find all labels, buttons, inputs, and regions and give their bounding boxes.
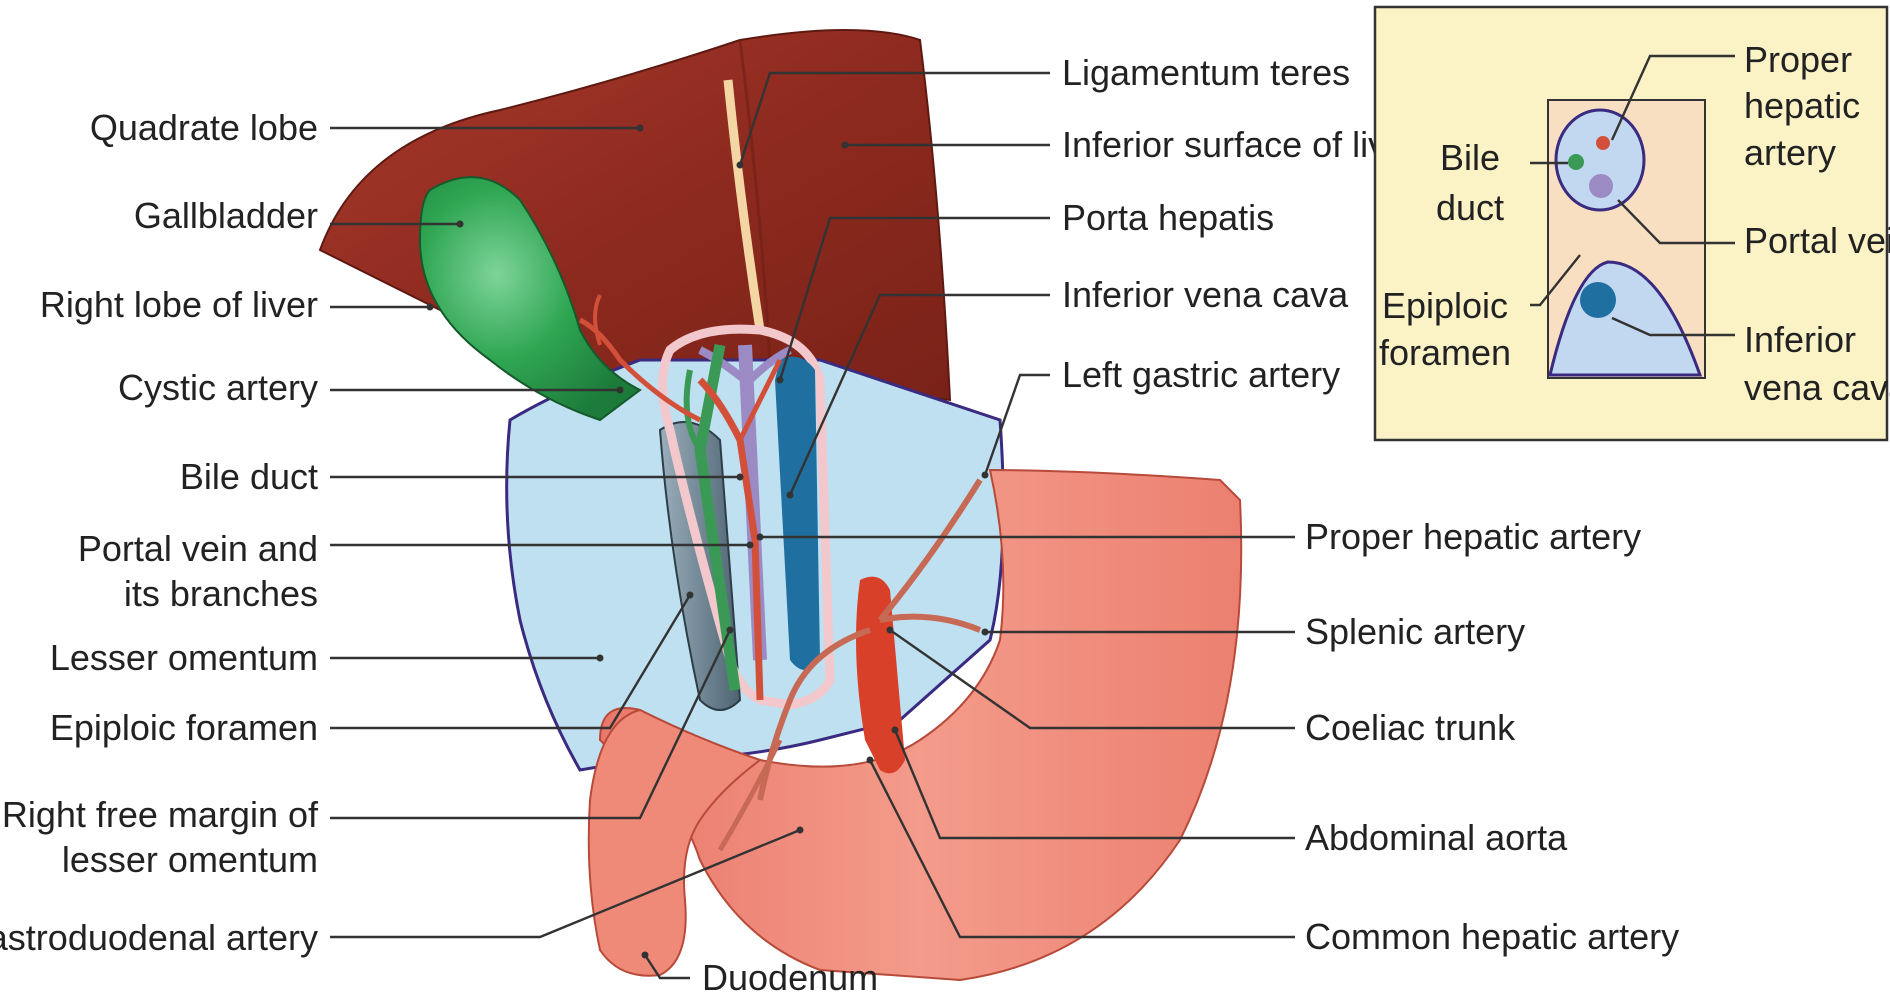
label-right-lobe: Right lobe of liver [40,284,318,325]
inset-label-proper-hepatic-line1: Proper [1744,39,1852,80]
label-abdominal-aorta: Abdominal aorta [1305,817,1568,858]
label-common-hepatic-artery: Common hepatic artery [1305,916,1679,957]
inset-proper-hepatic-artery [1596,136,1610,150]
inset-label-ivc-line1: Inferior [1744,319,1856,360]
label-coeliac-trunk: Coeliac trunk [1305,707,1516,748]
label-inferior-vena-cava: Inferior vena cava [1062,274,1349,315]
inset-portal-vein [1589,174,1613,198]
label-splenic-artery: Splenic artery [1305,611,1525,652]
label-cystic-artery: Cystic artery [118,367,318,408]
label-gastroduodenal-artery: Gastroduodenal artery [0,917,318,958]
inset-label-epiploic-line2: foramen [1379,332,1511,373]
label-gallbladder: Gallbladder [134,195,318,236]
label-lesser-omentum: Lesser omentum [50,637,318,678]
label-duodenum: Duodenum [702,957,878,996]
label-porta-hepatis: Porta hepatis [1062,197,1274,238]
label-right-free-margin-line2: lesser omentum [62,839,318,880]
label-right-free-margin-line1: Right free margin of [2,794,319,835]
label-portal-vein-line1: Portal vein and [78,528,318,569]
label-proper-hepatic-artery: Proper hepatic artery [1305,516,1641,557]
label-quadrate-lobe: Quadrate lobe [90,107,318,148]
label-ligamentum-teres: Ligamentum teres [1062,52,1350,93]
label-portal-vein-line2: its branches [124,573,318,614]
inset-ivc [1580,282,1616,318]
label-inferior-surface-of-liver: Inferior surface of liver [1062,124,1418,165]
inset-label-proper-hepatic-line2: hepatic [1744,85,1860,126]
label-left-gastric-artery: Left gastric artery [1062,354,1340,395]
liver [320,30,950,400]
inset-label-ivc-line2: vena cava [1744,367,1890,408]
inset-label-epiploic-line1: Epiploic [1382,285,1508,326]
inset-bile-duct [1568,154,1584,170]
inset-label-bile-duct-line1: Bile [1440,137,1500,178]
label-bile-duct: Bile duct [180,456,318,497]
inset-label-bile-duct-line2: duct [1436,187,1504,228]
inset-panel: Proper hepatic artery Bile duct Portal v… [1375,7,1890,440]
label-epiploic-foramen: Epiploic foramen [50,707,318,748]
inset-label-portal-vein: Portal vein [1744,220,1890,261]
inset-label-proper-hepatic-line3: artery [1744,132,1836,173]
